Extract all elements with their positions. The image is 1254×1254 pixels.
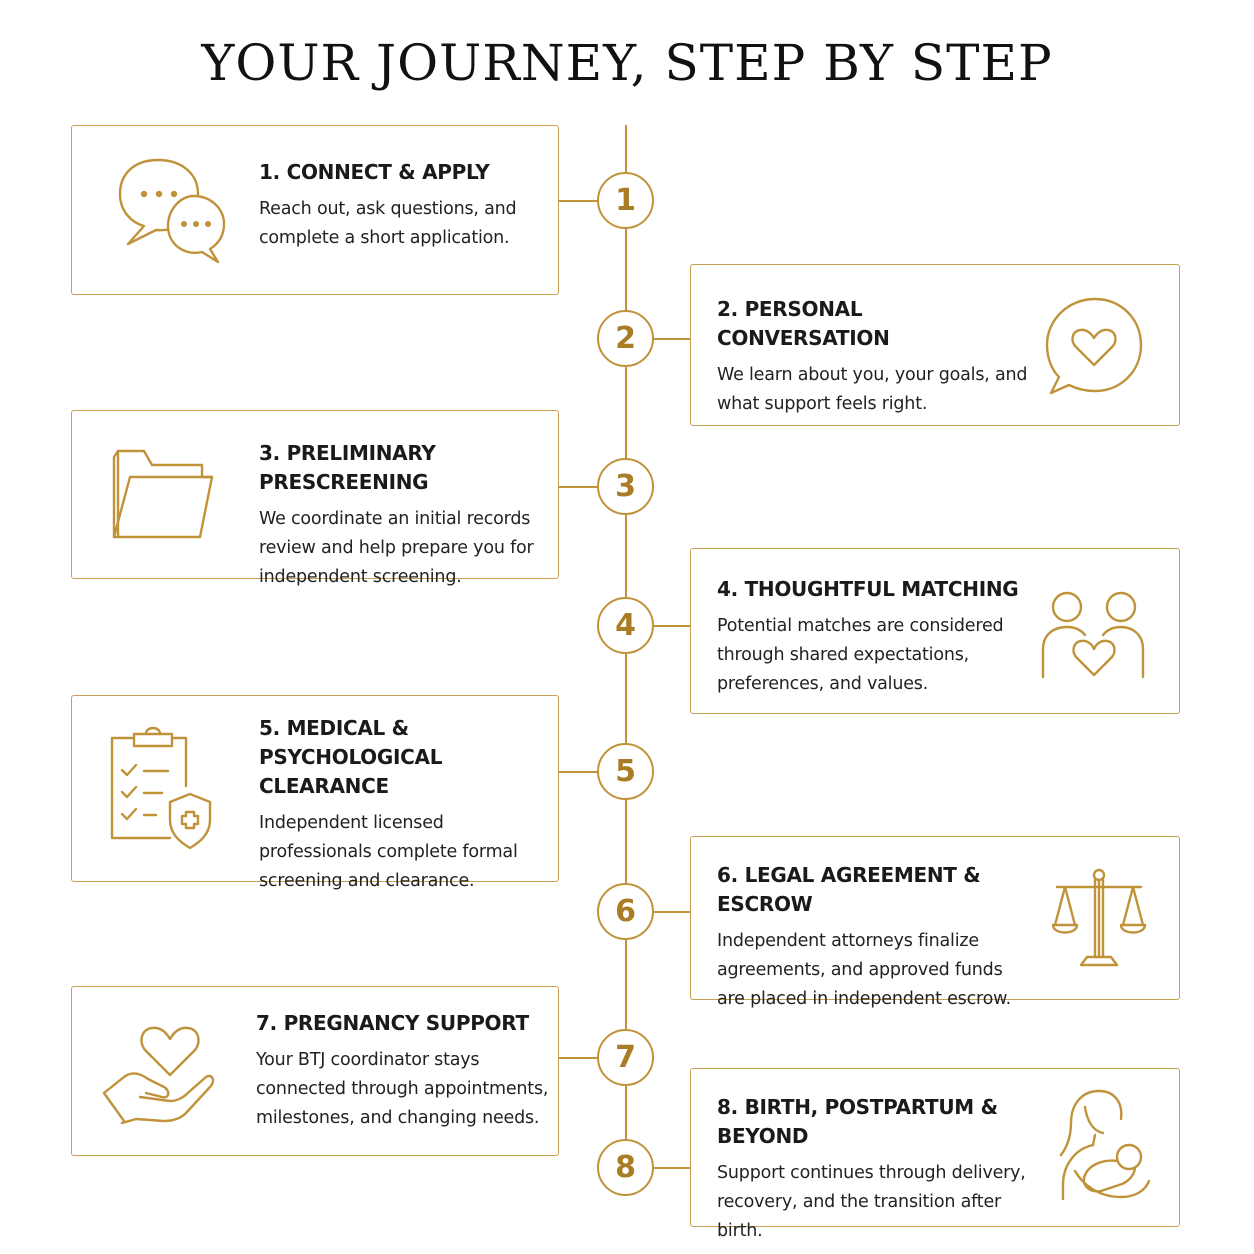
mother-baby-icon: [1055, 1085, 1153, 1205]
step-card-1: 1. CONNECT & APPLY Reach out, ask questi…: [71, 125, 559, 295]
folder-icon: [108, 447, 220, 543]
step-title: 7. PREGNANCY SUPPORT: [256, 1011, 529, 1035]
step-title: 6. LEGAL AGREEMENT & ESCROW: [717, 863, 981, 916]
step-description: Independent licensed professionals compl…: [259, 813, 518, 891]
step-card-5: 5. MEDICAL & PSYCHOLOGICAL CLEARANCE Ind…: [71, 695, 559, 891]
step-description: We learn about you, your goals, and what…: [717, 365, 1028, 414]
clipboard-shield-icon: [106, 724, 218, 850]
connector-1: [559, 200, 599, 202]
step-title: 3. PRELIMINARY PRESCREENING: [259, 441, 436, 494]
step-title: 8. BIRTH, POSTPARTUM & BEYOND: [717, 1095, 998, 1148]
connector-5: [559, 771, 599, 773]
step-description: We coordinate an initial records review …: [259, 509, 534, 587]
step-title: 2. PERSONAL CONVERSATION: [717, 297, 890, 350]
step-title: 4. THOUGHTFUL MATCHING: [717, 577, 1019, 601]
heart-speech-bubble-icon: [1041, 293, 1147, 399]
connector-4: [652, 625, 690, 627]
step-number-6: 6: [597, 883, 654, 940]
connector-7: [559, 1057, 599, 1059]
connector-8: [652, 1167, 690, 1169]
connector-6: [652, 911, 690, 913]
step-card-4: 4. THOUGHTFUL MATCHING Potential matches…: [690, 548, 1180, 714]
step-title: 1. CONNECT & APPLY: [259, 160, 490, 184]
step-card-3: 3. PRELIMINARY PRESCREENING We coordinat…: [71, 410, 559, 587]
step-card-2: 2. PERSONAL CONVERSATION We learn about …: [690, 264, 1180, 426]
step-description: Independent attorneys finalize agreement…: [717, 931, 1012, 1009]
chat-bubbles-icon: [112, 154, 232, 264]
step-number-8: 8: [597, 1139, 654, 1196]
hand-heart-icon: [100, 1017, 216, 1127]
step-description: Support continues through delivery, reco…: [717, 1163, 1026, 1241]
step-number-2: 2: [597, 310, 654, 367]
step-card-6: 6. LEGAL AGREEMENT & ESCROW Independent …: [690, 836, 1180, 1009]
step-number-7: 7: [597, 1029, 654, 1086]
step-number-1: 1: [597, 172, 654, 229]
step-number-4: 4: [597, 597, 654, 654]
people-heart-icon: [1037, 589, 1149, 681]
step-description: Reach out, ask questions, and complete a…: [259, 199, 517, 248]
step-title: 5. MEDICAL & PSYCHOLOGICAL CLEARANCE: [259, 716, 443, 798]
step-card-8: 8. BIRTH, POSTPARTUM & BEYOND Support co…: [690, 1068, 1180, 1241]
scales-icon: [1051, 865, 1147, 971]
page-title: YOUR JOURNEY, STEP BY STEP: [201, 34, 1053, 92]
step-description: Your BTJ coordinator stays connected thr…: [256, 1050, 549, 1128]
step-card-7: 7. PREGNANCY SUPPORT Your BTJ coordinato…: [71, 986, 559, 1156]
connector-2: [652, 338, 690, 340]
connector-3: [559, 486, 599, 488]
step-description: Potential matches are considered through…: [717, 616, 1004, 694]
step-number-3: 3: [597, 458, 654, 515]
step-number-5: 5: [597, 743, 654, 800]
